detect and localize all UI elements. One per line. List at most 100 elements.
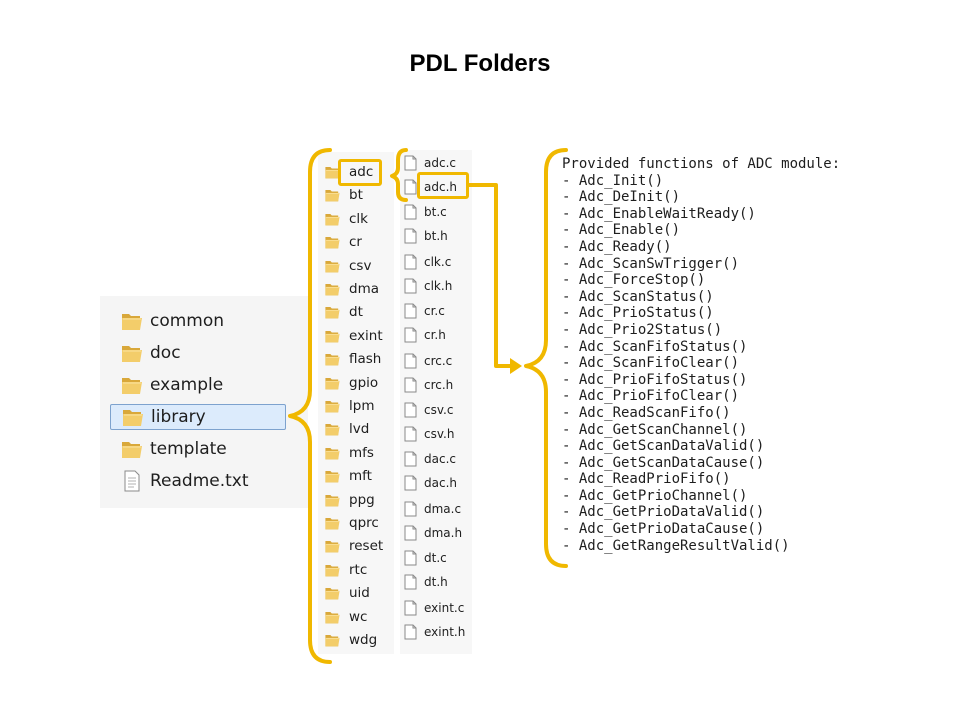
folder-icon <box>325 518 340 530</box>
folder-item-label: qprc <box>349 515 379 531</box>
folder-item-dma[interactable]: dma <box>324 278 379 300</box>
folder-item-dt[interactable]: dt <box>324 301 363 323</box>
function-item: - Adc_GetRangeResultValid() <box>562 537 790 554</box>
folder-icon <box>325 354 340 366</box>
file-item-dma-c[interactable]: dma.c <box>404 498 461 520</box>
folder-icon <box>325 237 340 249</box>
file-icon <box>404 475 417 491</box>
file-icon <box>404 278 417 294</box>
function-item: - Adc_ScanFifoStatus() <box>562 338 748 355</box>
file-item-clk-h[interactable]: clk.h <box>404 275 452 297</box>
folder-item-label: clk <box>349 210 368 227</box>
file-icon <box>404 303 417 319</box>
root-item-label: Readme.txt <box>150 471 249 491</box>
folder-icon <box>324 492 341 508</box>
file-item-label: dma.h <box>424 525 463 540</box>
file-icon <box>404 204 417 220</box>
file-item-dac-h[interactable]: dac.h <box>404 472 457 494</box>
file-item-csv-h[interactable]: csv.h <box>404 423 454 445</box>
file-item-bt-h[interactable]: bt.h <box>404 225 448 247</box>
root-item-common[interactable]: common <box>110 308 286 334</box>
folder-icon <box>120 310 144 332</box>
file-item-dt-h[interactable]: dt.h <box>404 571 448 593</box>
function-item: - Adc_Prio2Status() <box>562 321 723 338</box>
folder-item-reset[interactable]: reset <box>324 535 383 557</box>
folder-icon <box>122 442 142 458</box>
folder-item-wdg[interactable]: wdg <box>324 629 377 651</box>
folder-item-lvd[interactable]: lvd <box>324 418 369 440</box>
file-item-bt-c[interactable]: bt.c <box>404 201 447 223</box>
folder-icon <box>324 445 341 461</box>
function-item: - Adc_Init() <box>562 172 664 189</box>
file-item-dac-c[interactable]: dac.c <box>404 448 456 470</box>
file-icon <box>404 377 417 393</box>
folder-item-gpio[interactable]: gpio <box>324 372 378 394</box>
folder-item-label: gpio <box>349 374 379 391</box>
file-icon <box>404 303 417 319</box>
file-item-dma-h[interactable]: dma.h <box>404 522 462 544</box>
file-item-label: crc.c <box>424 353 453 368</box>
file-item-csv-c[interactable]: csv.c <box>404 399 453 421</box>
file-item-exint-h[interactable]: exint.h <box>404 621 465 643</box>
file-item-adc-h[interactable]: adc.h <box>404 176 457 198</box>
folder-item-uid[interactable]: uid <box>324 582 370 604</box>
root-item-template[interactable]: template <box>110 436 286 462</box>
root-item-doc[interactable]: doc <box>110 340 286 366</box>
folder-item-clk[interactable]: clk <box>324 208 368 230</box>
file-icon <box>404 525 417 541</box>
file-item-exint-c[interactable]: exint.c <box>404 597 464 619</box>
file-item-adc-c[interactable]: adc.c <box>404 152 456 174</box>
text-file-icon <box>124 470 140 492</box>
root-item-library[interactable]: library <box>110 404 286 430</box>
file-item-label: dt.h <box>424 575 448 590</box>
folder-item-label: ppg <box>349 491 375 508</box>
file-item-label: crc.h <box>424 377 454 392</box>
folder-icon <box>324 281 341 297</box>
folder-item-bt[interactable]: bt <box>324 184 363 206</box>
file-item-clk-c[interactable]: clk.c <box>404 251 451 273</box>
folder-icon <box>325 494 340 506</box>
folder-item-exint[interactable]: exint <box>324 325 383 347</box>
file-icon <box>404 377 417 393</box>
folder-item-csv[interactable]: csv <box>324 255 371 277</box>
folder-icon <box>325 424 340 436</box>
folder-item-label: wdg <box>349 632 378 648</box>
folder-icon <box>324 351 341 367</box>
function-item: - Adc_ScanStatus() <box>562 288 714 305</box>
root-item-readme-txt[interactable]: Readme.txt <box>110 468 286 494</box>
folder-icon <box>325 611 340 623</box>
folder-item-qprc[interactable]: qprc <box>324 512 379 534</box>
file-item-cr-c[interactable]: cr.c <box>404 300 445 322</box>
file-icon <box>404 550 417 566</box>
folder-item-label: dma <box>349 281 379 297</box>
folder-item-flash[interactable]: flash <box>324 348 381 370</box>
file-item-crc-h[interactable]: crc.h <box>404 374 453 396</box>
folder-item-ppg[interactable]: ppg <box>324 489 375 511</box>
file-item-crc-c[interactable]: crc.c <box>404 350 452 372</box>
folder-item-wc[interactable]: wc <box>324 606 367 628</box>
file-item-dt-c[interactable]: dt.c <box>404 547 447 569</box>
folder-icon <box>324 562 341 578</box>
file-item-label: clk.h <box>424 278 453 293</box>
file-item-cr-h[interactable]: cr.h <box>404 324 446 346</box>
folder-item-lpm[interactable]: lpm <box>324 395 374 417</box>
file-icon <box>404 550 417 566</box>
root-item-example[interactable]: example <box>110 372 286 398</box>
folder-item-adc[interactable]: adc <box>324 161 373 183</box>
function-item: - Adc_ForceStop() <box>562 272 706 289</box>
root-item-label: doc <box>150 343 181 363</box>
function-item: - Adc_DeInit() <box>562 189 681 206</box>
file-icon <box>404 204 417 220</box>
folder-item-mfs[interactable]: mfs <box>324 442 374 464</box>
folder-item-label: adc <box>349 164 374 180</box>
folder-item-mft[interactable]: mft <box>324 465 372 487</box>
file-icon <box>404 155 417 171</box>
text-file-icon <box>120 470 144 492</box>
folder-icon <box>324 187 341 203</box>
folder-icon <box>325 284 340 296</box>
folder-icon <box>324 304 341 320</box>
folder-item-rtc[interactable]: rtc <box>324 559 367 581</box>
folder-icon <box>325 213 340 226</box>
file-icon <box>404 426 417 442</box>
folder-item-cr[interactable]: cr <box>324 231 362 253</box>
